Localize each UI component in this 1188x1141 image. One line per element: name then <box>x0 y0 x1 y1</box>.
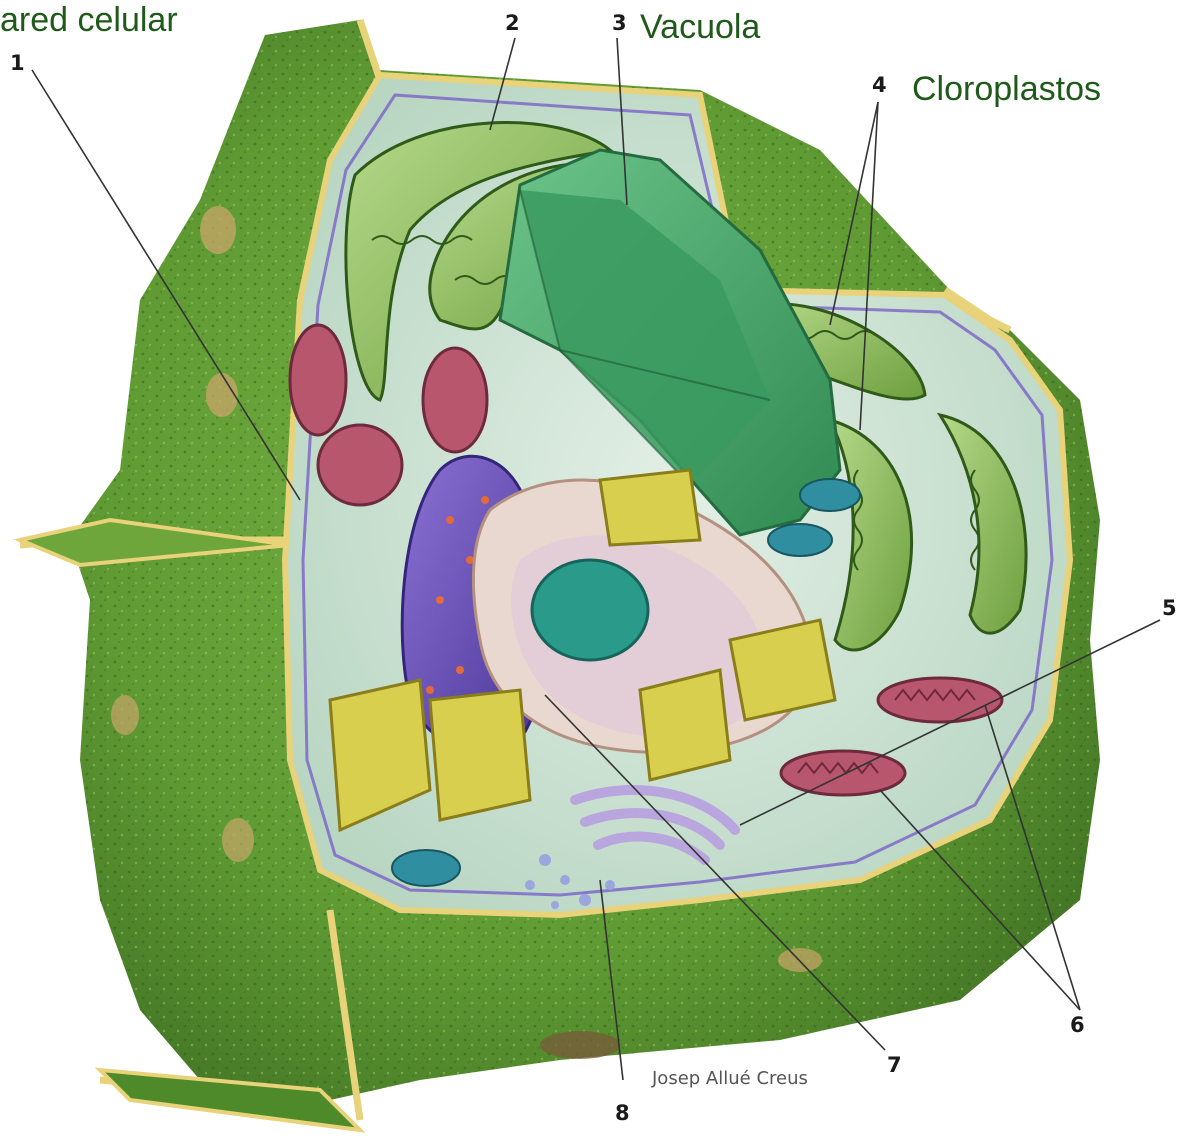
number-1: 1 <box>10 53 25 74</box>
vacuole-label: Vacuola <box>640 10 760 44</box>
number-3: 3 <box>612 13 627 34</box>
nucleolus <box>532 560 648 660</box>
number-6: 6 <box>1070 1015 1085 1036</box>
number-4: 4 <box>872 75 887 96</box>
number-8: 8 <box>615 1103 630 1124</box>
cell-wall-label: ared celular <box>0 3 178 37</box>
number-2: 2 <box>505 13 520 34</box>
author-credit: Josep Allué Creus <box>652 1070 808 1088</box>
chloroplast-label: Cloroplastos <box>912 72 1101 106</box>
number-5: 5 <box>1162 598 1177 619</box>
number-7: 7 <box>887 1055 902 1076</box>
